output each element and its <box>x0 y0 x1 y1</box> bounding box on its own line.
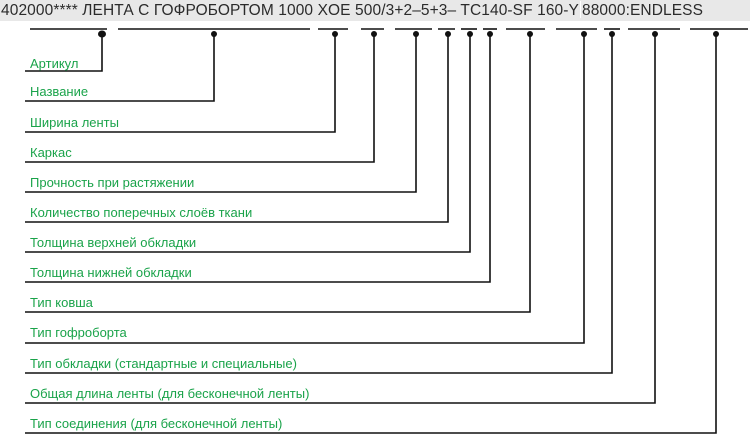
code-bucket-sidewall: TC140-SF <box>460 2 533 19</box>
leader-sidewall <box>25 35 585 344</box>
code-name: ЛЕНТА С ГОФРОБОРТОМ <box>82 2 274 19</box>
label-bottom-cover: Толщина нижней обкладки <box>30 265 192 280</box>
leader-strength <box>25 35 417 193</box>
leader-name <box>25 35 215 102</box>
leader-joint <box>25 35 717 434</box>
dot-length <box>652 31 658 37</box>
dot-bucket <box>527 31 533 37</box>
label-carcass: Каркас <box>30 145 72 160</box>
label-tensile-strength: Прочность при растяжении <box>30 175 195 190</box>
dot-strength <box>413 31 419 37</box>
leader-cover-type <box>25 35 613 374</box>
dot-cover-type <box>609 31 615 37</box>
code-cover-type: 160-Y <box>537 2 579 19</box>
dot-name <box>211 31 217 37</box>
leader-bottom-cover <box>25 35 491 283</box>
label-ply-count: Количество поперечных слоёв ткани <box>30 205 253 220</box>
label-sidewall-type: Тип гофроборта <box>30 325 127 340</box>
leader-width <box>25 35 336 133</box>
dot-bottom-cover <box>487 31 493 37</box>
dot-width <box>332 31 338 37</box>
label-cover-type: Тип обкладки (стандартные и специальные) <box>30 356 297 371</box>
code-carcass: XOE <box>317 2 351 19</box>
label-belt-width: Ширина ленты <box>30 115 119 130</box>
code-band: 402000**** ЛЕНТА С ГОФРОБОРТОМ 1000 XOE … <box>0 0 750 21</box>
dot-top-cover <box>467 31 473 37</box>
label-top-cover: Толщина верхней обкладки <box>30 235 197 250</box>
leader-carcass <box>25 35 375 163</box>
code-width: 1000 <box>278 2 314 19</box>
code-length-joint: 88000:ENDLESS <box>581 2 704 19</box>
code-separator <box>579 1 581 18</box>
label-bucket-type: Тип ковша <box>30 295 93 310</box>
label-joint-type: Тип соединения (для бесконечной ленты) <box>30 416 283 431</box>
leader-length <box>25 35 656 404</box>
label-name: Название <box>30 84 89 99</box>
label-total-length: Общая длина ленты (для бесконечной ленты… <box>30 386 310 401</box>
dot-article <box>98 30 106 38</box>
code-article: 402000**** <box>1 2 78 19</box>
leader-plies <box>25 35 449 223</box>
leader-top-cover <box>25 35 471 253</box>
leader-article <box>25 35 103 72</box>
product-code: 402000**** ЛЕНТА С ГОФРОБОРТОМ 1000 XOE … <box>1 1 703 20</box>
label-article: Артикул <box>30 56 79 71</box>
code-strength: 500/3+2–5+3– <box>355 2 457 19</box>
dot-plies <box>445 31 451 37</box>
leader-bucket <box>25 35 531 313</box>
dot-joint <box>713 31 719 37</box>
dot-sidewall <box>581 31 587 37</box>
dot-carcass <box>371 31 377 37</box>
